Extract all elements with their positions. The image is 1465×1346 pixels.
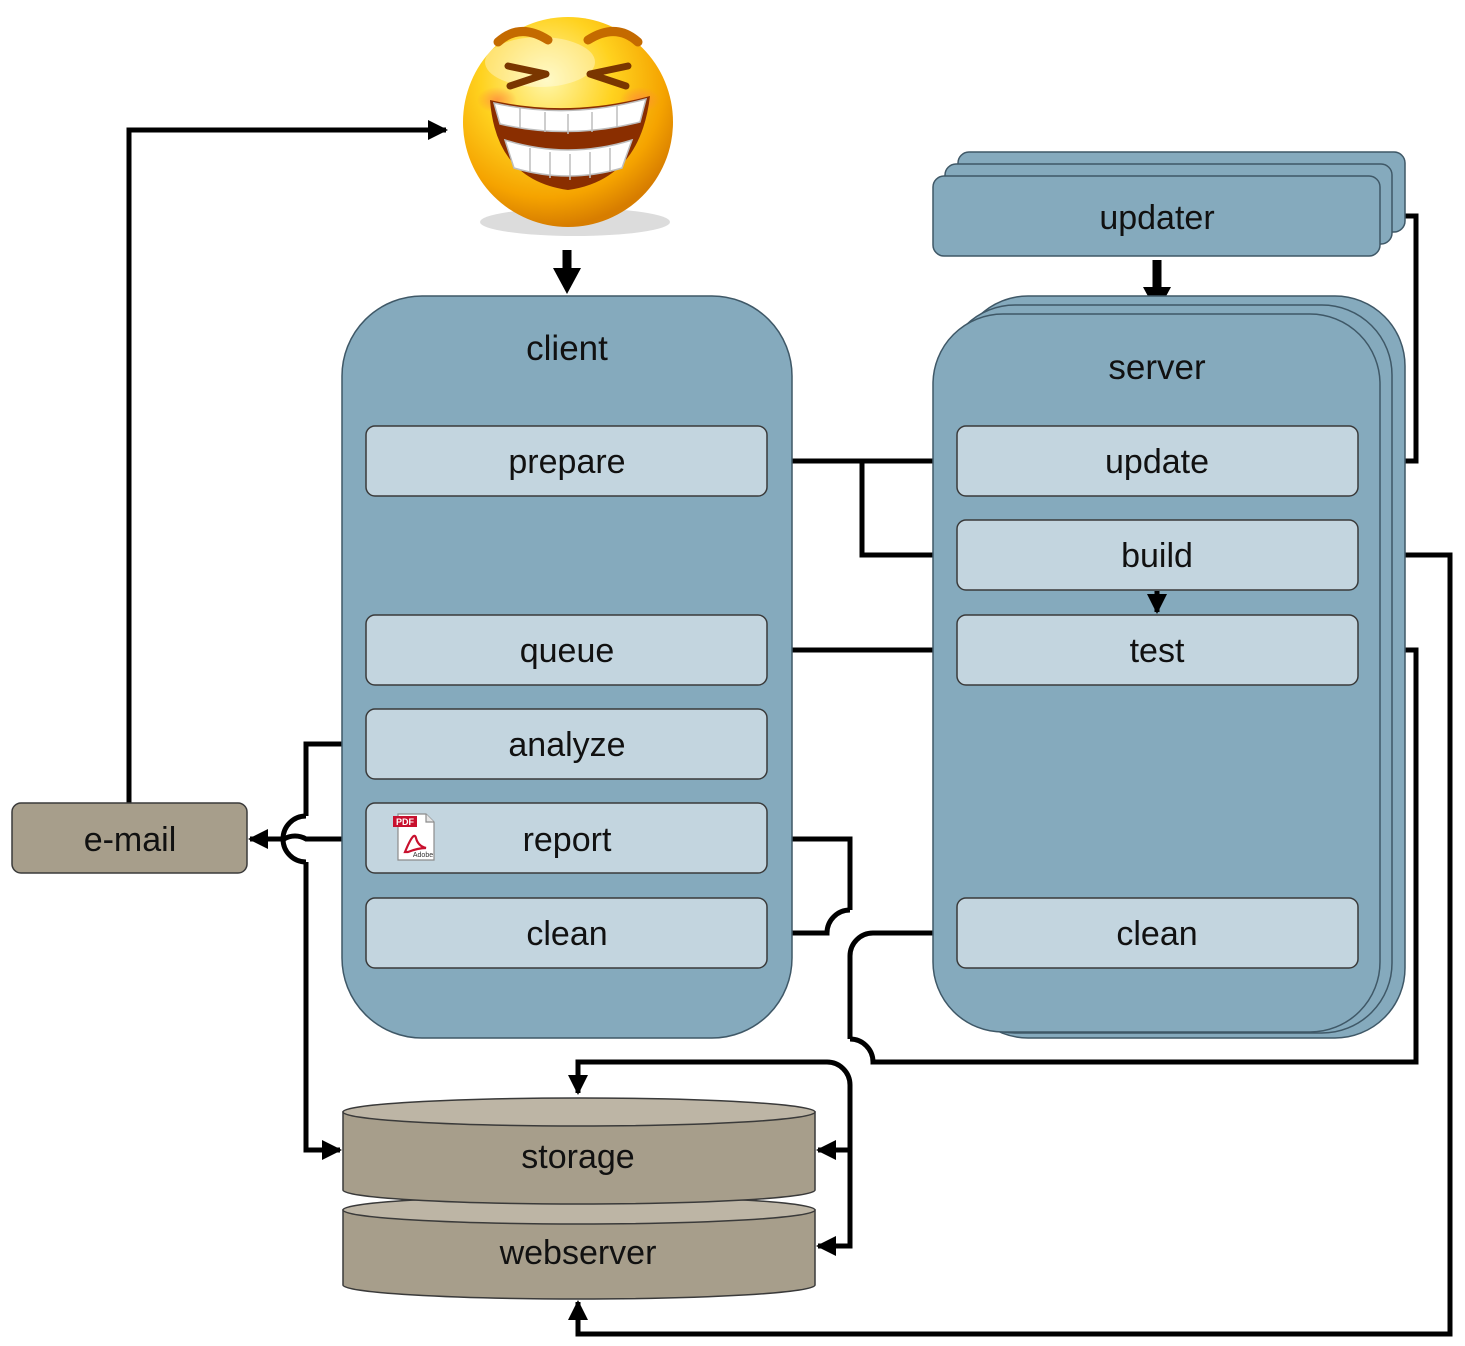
server-step-test[interactable]: test [956,614,1359,686]
arrowhead-client [553,268,581,294]
client-step-clean-label: clean [526,915,607,953]
pdf-badge: PDF [396,817,415,827]
server-step-build[interactable]: build [956,519,1359,591]
connectors [126,120,1453,1337]
server-step-clean-label: clean [1116,915,1197,953]
server-title: server [1108,348,1206,387]
client-step-clean[interactable]: clean [365,897,768,969]
arrow-test-to-storage [578,647,1419,1093]
hop-arc-email [280,813,307,865]
client-step-analyze-label: analyze [508,726,625,764]
pdf-brand: Adobe [413,852,433,859]
server-panel: server update build test clean [932,295,1406,1039]
storage-label: storage [521,1138,634,1176]
client-step-report-label: report [523,821,612,859]
updater-label: updater [1099,199,1214,237]
arrow-prepare-to-build [859,461,957,565]
arrow-report-to-webserver [816,1150,853,1256]
webserver-cylinder[interactable]: webserver [342,1195,816,1300]
arrow-email-to-smiley [126,120,448,803]
client-panel: client prepare queue analyze report PDF … [341,295,793,1039]
arrow-clean-to-server-clean [768,907,955,957]
server-step-update[interactable]: update [956,425,1359,497]
server-step-test-label: test [1130,632,1185,670]
updater-stack: updater [932,151,1406,257]
arrow-build-to-webserver [568,552,1453,1337]
webserver-label: webserver [499,1234,657,1272]
client-step-queue[interactable]: queue [365,614,768,686]
server-step-update-label: update [1105,443,1209,481]
client-step-analyze[interactable]: analyze [365,708,768,780]
pdf-document-icon: PDF Adobe [393,813,435,861]
email-box[interactable]: e-mail [11,802,248,874]
arrow-to-storage-left [303,862,342,1160]
laughing-smiley-icon [463,17,673,236]
server-step-clean[interactable]: clean [956,897,1359,969]
client-step-prepare[interactable]: prepare [365,425,768,497]
client-title: client [526,329,608,368]
client-step-report[interactable]: report PDF Adobe [365,802,768,874]
client-step-queue-label: queue [520,632,615,670]
server-step-build-label: build [1121,537,1193,575]
client-step-prepare-label: prepare [508,443,625,481]
updater-box[interactable] [932,175,1381,257]
storage-cylinder[interactable]: storage [342,1097,816,1205]
email-label: e-mail [84,821,177,859]
